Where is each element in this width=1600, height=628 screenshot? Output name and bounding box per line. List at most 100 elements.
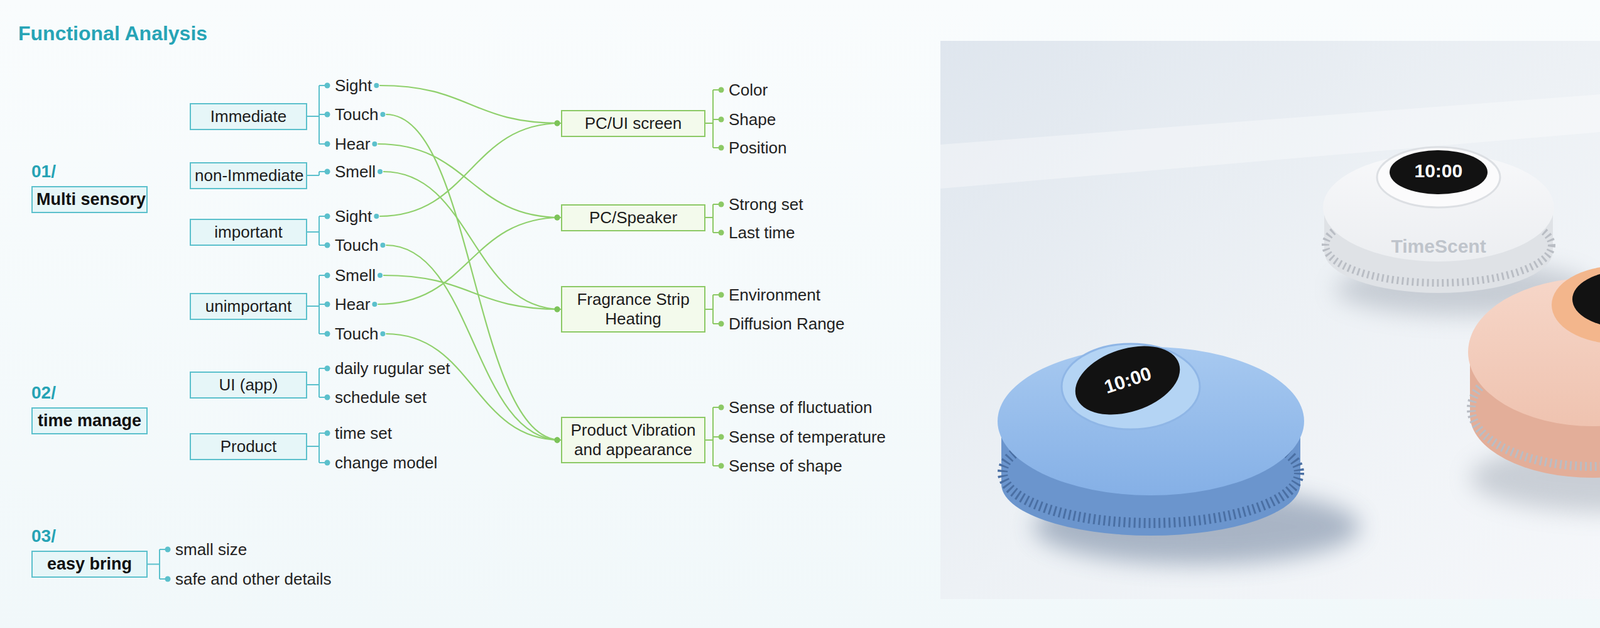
connector-curve (385, 333, 561, 440)
bracket-dot (324, 82, 331, 89)
bracket-dot (324, 213, 331, 220)
connector-curve (379, 123, 561, 217)
bracket-dot (718, 462, 725, 469)
bracket-dot (718, 145, 725, 151)
diagram-title: Functional Analysis (18, 21, 208, 46)
category-label: UI (app) (194, 375, 303, 395)
item-label: time set (334, 423, 392, 443)
sense-item: Touch (334, 324, 386, 344)
item-label: Position (728, 138, 788, 158)
bracket-dot (165, 576, 171, 582)
connector-end-dot (554, 120, 561, 127)
screen-time: 10:00 (1101, 362, 1154, 398)
category-box: important (189, 218, 308, 246)
connector-end-dot (554, 437, 561, 443)
bracket-dot (324, 168, 331, 175)
component-label: Product Vibration and appearance (567, 420, 700, 460)
section-number: 01/ (31, 161, 148, 182)
category-label: non-Immediate (194, 165, 303, 186)
item-label: Color (728, 80, 768, 100)
category-label: Immediate (194, 106, 303, 127)
device-screen (1572, 270, 1600, 328)
section-group: 02/time manage (31, 382, 148, 435)
sense-label: Touch (334, 235, 379, 255)
bracket-dot (324, 301, 331, 308)
section-box: Multi sensory (31, 185, 148, 213)
bracket-dot (324, 331, 331, 337)
brand-mark: TimeScent (1391, 235, 1487, 257)
connector-start-dot (377, 168, 383, 175)
component-box: Product Vibration and appearance (560, 416, 706, 463)
bracket-dot (165, 546, 171, 553)
bracket-dot (718, 434, 725, 440)
item-label: change model (334, 452, 438, 473)
connector-end-dot (554, 306, 561, 313)
item-label: Diffusion Range (728, 314, 845, 334)
category-label: unimportant (194, 296, 303, 316)
item-label: Shape (728, 109, 776, 130)
item-label: Sense of temperature (728, 427, 886, 447)
component-label: PC/UI screen (567, 113, 700, 134)
section-number: 03/ (31, 525, 148, 546)
sense-label: Touch (334, 324, 379, 343)
bracket-dot (718, 229, 725, 236)
screen-ring (1551, 265, 1600, 344)
bracket-line (307, 85, 328, 144)
sense-item: Smell (334, 162, 384, 182)
bracket-dot (324, 459, 331, 466)
connector-start-dot (377, 272, 383, 278)
bracket-dot (718, 87, 725, 93)
connector-end-dot (554, 306, 561, 313)
section-label: time manage (36, 410, 143, 431)
bracket-line (307, 368, 328, 398)
item-label: Sense of shape (728, 456, 843, 476)
bracket-dot (718, 116, 725, 123)
bracket-dot (324, 111, 331, 118)
bracket-line (705, 204, 722, 233)
connector-start-dot (380, 331, 386, 337)
component-box: PC/Speaker (560, 204, 706, 232)
connector-start-dot (380, 242, 386, 248)
item-label: Last time (728, 223, 796, 243)
connector-curve (377, 143, 561, 218)
connector-start-dot (373, 213, 379, 219)
component-label: PC/Speaker (567, 207, 700, 228)
bracket-dot (324, 365, 331, 372)
bracket-dot (324, 394, 331, 401)
connector-start-dot (371, 141, 377, 147)
category-box: UI (app) (189, 371, 308, 399)
connector-curve (379, 85, 561, 124)
device-screen (1066, 333, 1189, 427)
category-label: Product (194, 436, 303, 457)
connector-start-dot (380, 111, 386, 117)
section-label: Multi sensory (36, 189, 143, 210)
bracket-line (705, 294, 722, 324)
category-box: unimportant (189, 292, 308, 320)
connector-start-dot (371, 301, 377, 307)
category-box: Product (189, 432, 308, 460)
screen-ring (1376, 146, 1501, 208)
item-label: Strong set (728, 194, 804, 215)
sense-label: Smell (334, 162, 376, 181)
sense-item: Sight (334, 76, 380, 96)
item-label: small size (175, 539, 247, 560)
sense-label: Sight (334, 206, 372, 226)
sense-item: Touch (334, 235, 386, 256)
connector-end-dot (554, 437, 561, 443)
item-label: Sense of fluctuation (728, 397, 872, 418)
sense-label: Smell (334, 265, 376, 285)
sense-item: Hear (334, 134, 378, 154)
connector-curve (385, 244, 561, 440)
bracket-dot (718, 292, 725, 298)
connector-end-dot (554, 214, 561, 221)
connector-end-dot (554, 437, 561, 443)
bracket-dot (718, 201, 725, 208)
sense-item: Sight (334, 206, 380, 227)
section-group: 03/easy bring (31, 525, 148, 578)
section-box: time manage (31, 407, 148, 435)
device-screen (1389, 150, 1488, 195)
component-label: Fragrance Strip Heating (567, 289, 700, 329)
bracket-dot (718, 321, 725, 327)
bracket-line (307, 216, 328, 245)
bracket-line (307, 171, 328, 176)
